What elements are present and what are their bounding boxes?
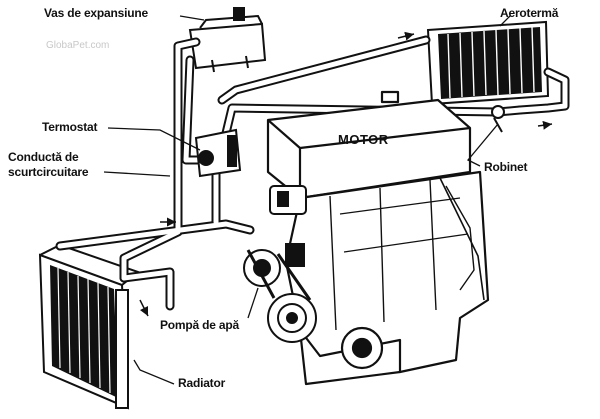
thermostat xyxy=(194,128,242,178)
water-pump-assembly xyxy=(243,185,317,343)
label-bypass-line-1: Conductă de xyxy=(8,150,79,164)
coolant-hoses xyxy=(55,35,570,311)
watermark: GlobaPet.com xyxy=(46,40,110,51)
label-thermostat: Termostat xyxy=(42,120,98,134)
heater-core xyxy=(426,20,550,106)
label-leaders xyxy=(103,15,511,385)
label-water-pump: Pompă de apă xyxy=(160,318,239,332)
expansion-tank xyxy=(188,7,267,73)
label-heater-core: Aerotermă xyxy=(500,6,559,20)
radiator xyxy=(38,243,141,410)
engine-block xyxy=(266,90,490,386)
label-expansion-tank: Vas de expansiune xyxy=(44,6,148,20)
label-radiator: Radiator xyxy=(178,376,226,390)
label-motor: MOTOR xyxy=(338,132,389,147)
label-valve: Robinet xyxy=(484,160,528,174)
label-bypass-line-2: scurtcircuitare xyxy=(8,165,89,179)
valve xyxy=(491,105,505,133)
flow-arrows xyxy=(139,31,553,317)
